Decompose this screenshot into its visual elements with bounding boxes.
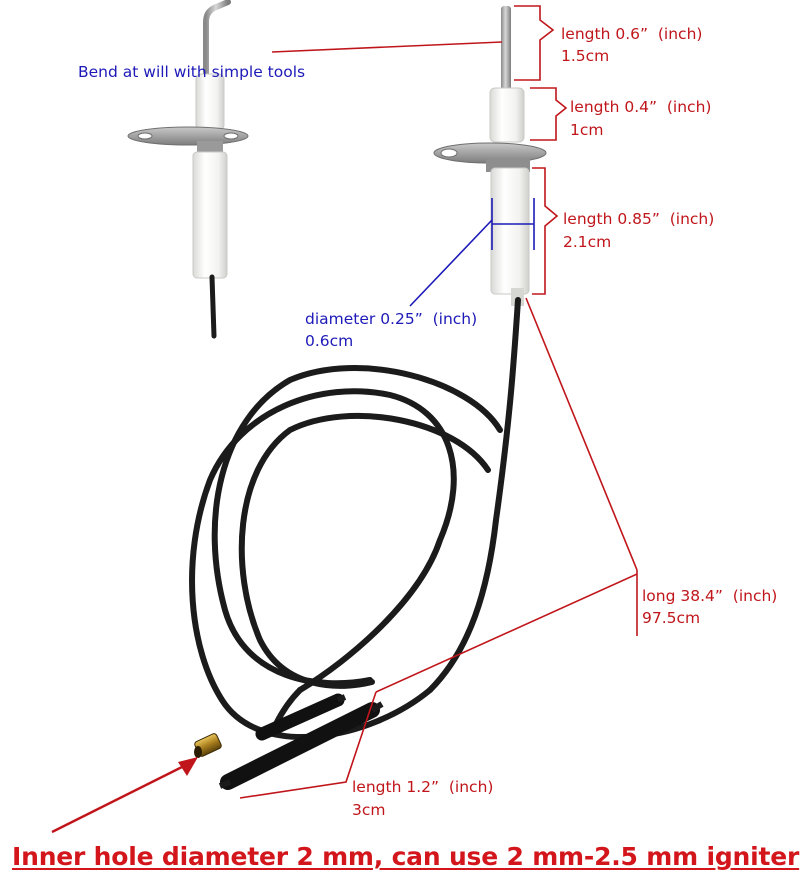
heat-shrink-lower <box>220 702 380 790</box>
left-ceramic-upper <box>195 73 225 131</box>
left-flange <box>127 126 249 146</box>
ceramic-top-metric-label: 1cm <box>570 121 604 139</box>
wire-leader-bottom <box>375 573 638 693</box>
ceramic-lower <box>490 167 530 295</box>
connector-length-label: length 1.2” (inch) <box>352 778 494 796</box>
connector-bracket <box>239 691 377 799</box>
tip-leader <box>271 41 503 53</box>
diameter-length-label: diameter 0.25” (inch) <box>305 310 478 328</box>
bend-note: Bend at will with simple tools <box>78 63 306 81</box>
dimension-lines <box>51 5 638 834</box>
heat-shrink-upper <box>255 693 345 741</box>
ceramic-top-bracket <box>530 87 568 141</box>
inner-hole-caption: Inner hole diameter 2 mm, can use 2 mm-2… <box>12 842 800 871</box>
wire-metric-label: 97.5cm <box>642 609 701 627</box>
left-ceramic-lower <box>192 151 228 279</box>
wire-length-label: long 38.4” (inch) <box>642 587 778 605</box>
hole-arrow-head <box>178 757 198 776</box>
right-igniter <box>433 6 547 306</box>
diameter-metric-label: 0.6cm <box>305 332 354 350</box>
connector-assembly <box>194 693 384 790</box>
tip-length-label: length 0.6” (inch) <box>561 25 703 43</box>
wire-leader-top <box>525 297 638 571</box>
bent-electrode-tip <box>203 0 231 81</box>
tip-metric-label: 1.5cm <box>561 47 610 65</box>
ceramic-upper <box>489 87 525 143</box>
hole-arrow-shaft <box>51 763 187 834</box>
diameter-marker <box>409 198 535 307</box>
ceramic-bottom-length-label: length 0.85” (inch) <box>563 210 715 228</box>
ceramic-bottom-metric-label: 2.1cm <box>563 233 612 251</box>
ceramic-top-length-label: length 0.4” (inch) <box>570 98 712 116</box>
electrode-tip <box>501 6 511 94</box>
left-wire-stub <box>209 274 217 339</box>
left-igniter <box>127 0 249 339</box>
coiled-wire <box>189 297 521 740</box>
ceramic-bottom-bracket <box>532 167 559 295</box>
connector-metric-label: 3cm <box>352 801 386 819</box>
tip-bracket <box>514 5 555 81</box>
